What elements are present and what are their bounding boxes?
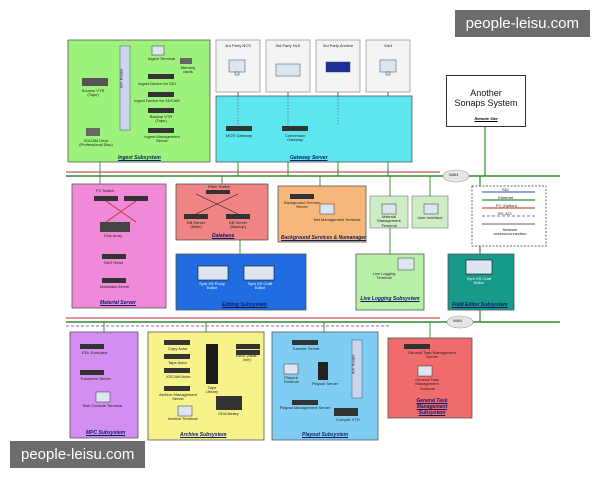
archive-label-4: Archive Terminal — [168, 416, 198, 421]
ingest-label-8: Ingest Management Server — [144, 134, 180, 144]
archive-label-5: Tape Library — [205, 385, 219, 395]
ingest-xdcam-device — [86, 128, 100, 136]
title-live-logging: Live Logging Subsystem — [360, 296, 420, 302]
legend-label-4: Network access/connection — [493, 227, 527, 237]
material-label-3: Metadata Server — [100, 284, 130, 289]
box-material — [71, 183, 167, 309]
mpc-label-0: EDL Evaluator — [82, 350, 108, 355]
mpc-label-1: Transform Server — [80, 376, 111, 381]
archive-label-1: Tape Actor — [168, 360, 187, 365]
live-logging-label-0: Live Logging Terminal — [372, 271, 396, 281]
database-label-1: DB Server (Main) — [186, 220, 206, 230]
ingest-label-7: XDCAM Deck (Professional Disc) — [79, 138, 113, 148]
ingest-label-2: Ingest Terminal — [148, 56, 176, 61]
title-ingest: Ingest Subsystem — [118, 155, 161, 161]
misc-label-1: User Interface — [417, 215, 443, 220]
background-label-1: Net Management Terminal — [313, 217, 361, 222]
title-background: Background Services & Nomanager — [281, 235, 367, 241]
ingest-label-6: Backup VTR (Tape) — [149, 114, 173, 124]
wan-cloud-mid — [446, 315, 474, 329]
label-3rd-nle: 3rd Party NLE — [275, 43, 301, 48]
ingest-label-0: Sounce VTR (Tape) — [81, 88, 105, 98]
playout-label-5: Compile VTR — [336, 417, 360, 422]
ingest-label-3: Memory cards — [180, 65, 196, 75]
mpc-label-2: Task Console Terminal — [82, 403, 123, 408]
field-editor-label-0: Sym XS Craft Editor — [466, 276, 492, 286]
gtm-label-1: General Task Management Terminal — [415, 377, 439, 391]
title-mpc: MPC Subsystem — [86, 430, 126, 436]
background-label-0: Background Service Server — [284, 200, 320, 210]
wan-cloud-top — [442, 169, 470, 183]
title-gateway: Gateway Server — [290, 155, 328, 161]
playout-av-router-bar — [351, 339, 363, 399]
legend-label-0: SDI — [502, 187, 509, 192]
archive-label-6: RAID (Near-line) — [235, 353, 258, 363]
ingest-label-5: Ingest Device for XDCAM — [134, 98, 180, 103]
3rd-party-monitors — [228, 59, 397, 77]
archive-label-2: XDCAM Actor — [166, 374, 191, 379]
playout-label-0: Transfer Server — [292, 346, 320, 351]
ingest-av-router-bar — [119, 45, 131, 131]
ingest-label-4: Ingest Device for SDI — [138, 81, 176, 86]
archive-label-0: Copy Actor — [168, 346, 188, 351]
title-gtm: General Task Management Subsystem — [416, 398, 448, 416]
archive-label-7: ODA library — [218, 411, 239, 416]
remote-site-label: Remote Site — [474, 116, 498, 121]
label-3rd-archive: 3rd Party Archive — [322, 43, 354, 48]
legend-label-3: RS-422 — [498, 211, 512, 216]
playout-label-2: Playout Server — [312, 381, 339, 386]
title-archive: Archive Subsystem — [180, 432, 227, 438]
box-gtm — [387, 337, 473, 419]
archive-label-3: Archive Management Server — [159, 392, 197, 402]
legend-label-2: FC (Option) — [496, 203, 517, 208]
playout-label-1: Playout Terminal — [283, 375, 299, 385]
title-playout: Playout Subsystem — [302, 432, 349, 438]
editing-label-0: Sym XS Proxy Editor — [199, 281, 225, 291]
gtm-label-0: General Task Management Server — [408, 350, 456, 360]
database-label-0: Ether Switch — [208, 184, 231, 189]
gateway-label-1: Conversion Gateway — [284, 133, 306, 143]
editing-label-1: Sym XS Craft Editor — [247, 281, 273, 291]
playout-label-4: Playout Management Server — [279, 405, 331, 410]
material-label-1: Disk Array — [104, 233, 123, 238]
wan-label-mid: WAN — [453, 318, 463, 323]
misc-label-0: Material Management Terminal — [377, 214, 401, 228]
ingest-vtr-device — [82, 78, 108, 86]
wan-label-top: WAN — [449, 172, 459, 177]
title-field-editor: Field Editor Subsystem — [452, 302, 508, 308]
title-material: Material Server — [100, 300, 136, 306]
gateway-label-0: MOS Gateway — [226, 133, 253, 138]
ingest-label-1: A/V Router — [118, 68, 124, 88]
title-editing: Editing Subsystem — [222, 302, 268, 308]
label-vizrt: Vizrt — [384, 43, 392, 48]
watermark-bottom: people-leisu.com — [10, 441, 146, 468]
watermark-top: people-leisu.com — [454, 10, 590, 37]
playout-label-3: A/V Router — [350, 354, 356, 374]
material-label-2: NAS Head — [104, 260, 123, 265]
legend-label-1: Ethernet — [498, 195, 514, 200]
title-database: Database — [212, 233, 235, 239]
box-editing — [175, 253, 307, 311]
remote-line2: Sonaps System — [454, 98, 518, 109]
remote-line1: Another — [470, 88, 502, 98]
label-3rd-ncs: 3rd Party NCS — [225, 43, 251, 48]
database-label-2: DB Server (Backup) — [228, 220, 248, 230]
box-mpc — [69, 331, 139, 439]
material-label-0: FC Switch — [96, 188, 115, 193]
